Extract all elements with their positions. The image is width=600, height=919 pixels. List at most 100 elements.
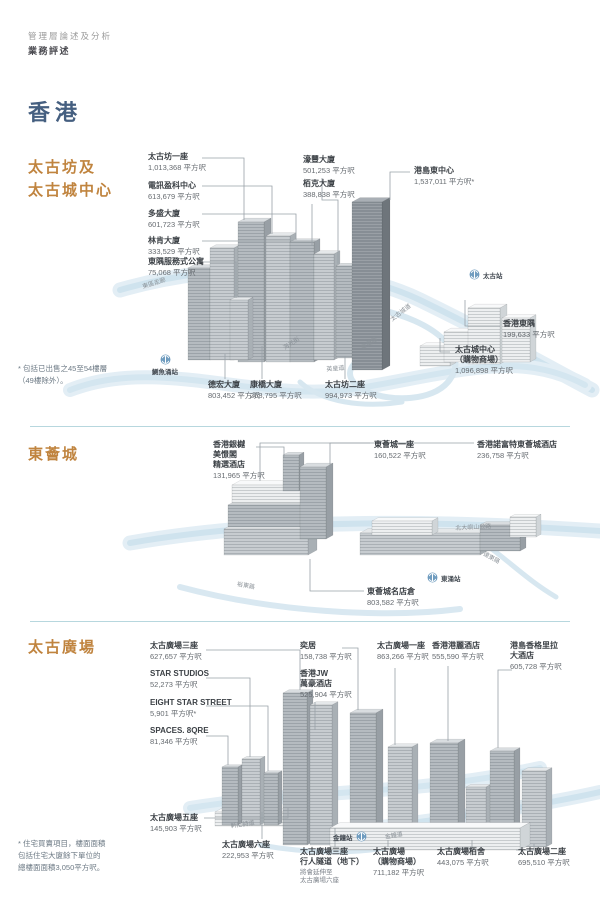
mtr-icon bbox=[356, 831, 366, 842]
citygate-map bbox=[122, 442, 600, 617]
building-label: 東薈城一座 160,522 平方呎 bbox=[374, 440, 426, 460]
building-area: 613,679 平方呎 bbox=[148, 192, 200, 201]
mtr-icon bbox=[427, 572, 438, 583]
building-name: 太古坊二座 bbox=[325, 380, 365, 389]
road-label: 北大嶼山公路 bbox=[455, 524, 492, 532]
building-name: 東薈城一座 bbox=[374, 440, 414, 449]
building-label: 太古廣場栢舍 443,075 平方呎 bbox=[437, 847, 489, 867]
building-name: EIGHT STAR STREET bbox=[150, 698, 232, 707]
building-label: EIGHT STAR STREET 5,901 平方呎* bbox=[150, 698, 232, 718]
building-area: 1,013,368 平方呎 bbox=[148, 163, 206, 172]
footnote-pacific-place: * 住宅買賣項目，樓面面積 包括住宅大廈餘下單位的 總樓面面積3,050平方呎。 bbox=[18, 839, 106, 872]
building-area: 75,068 平方呎 bbox=[148, 268, 196, 277]
building-label: 多盛大廈 601,723 平方呎 bbox=[148, 209, 200, 229]
building-area: 388,838 平方呎 bbox=[303, 190, 355, 199]
building-area: 81,346 平方呎 bbox=[150, 737, 198, 746]
building-area: 443,075 平方呎 bbox=[437, 858, 489, 867]
building-note: 將會延伸至 太古廣場六座 bbox=[300, 869, 339, 885]
building-label: 太古廣場三座 行人隧道（地下） 將會延伸至 太古廣場六座 bbox=[300, 847, 364, 886]
building-label: 栢克大廈 388,838 平方呎 bbox=[303, 179, 355, 199]
building-area: 501,253 平方呎 bbox=[303, 166, 355, 175]
building-area: 994,973 平方呎 bbox=[325, 391, 377, 400]
building-area: 160,522 平方呎 bbox=[374, 451, 426, 460]
building-label: 奕居 158,738 平方呎 bbox=[300, 641, 352, 661]
building-name: 香港JW 萬豪酒店 bbox=[300, 669, 332, 688]
building-label: 香港東隅 199,633 平方呎 bbox=[503, 319, 555, 339]
building-label: 太古坊二座 994,973 平方呎 bbox=[325, 380, 377, 400]
building-area: 145,903 平方呎 bbox=[150, 824, 202, 833]
building-area: 5,901 平方呎* bbox=[150, 709, 197, 718]
building-area: 525,904 平方呎 bbox=[300, 690, 352, 699]
building-area: 711,182 平方呎 bbox=[373, 868, 425, 877]
building-name: 香港銀樾 美憬閣 精選酒店 bbox=[213, 440, 245, 469]
building-label: 太古坊一座 1,013,368 平方呎 bbox=[148, 152, 206, 172]
building-label: 東隅服務式公寓 75,068 平方呎 bbox=[148, 257, 204, 277]
building-name: 香港東隅 bbox=[503, 319, 535, 328]
building-label: 林肯大廈 333,529 平方呎 bbox=[148, 236, 200, 256]
building-label: 香港銀樾 美憬閣 精選酒店 131,965 平方呎 bbox=[213, 440, 265, 480]
building-area: 236,758 平方呎 bbox=[477, 451, 529, 460]
building-area: 131,965 平方呎 bbox=[213, 471, 265, 480]
building-label: 德宏大廈 803,452 平方呎 bbox=[208, 380, 260, 400]
building-label: 港島東中心 1,537,011 平方呎* bbox=[414, 166, 474, 186]
building-area: 333,529 平方呎 bbox=[148, 247, 200, 256]
building-label: 電訊盈科中心 613,679 平方呎 bbox=[148, 181, 200, 201]
station-name: 金鐘站 bbox=[333, 834, 353, 842]
section-heading-taikoo-place: 太古坊及 太古城中心 bbox=[28, 159, 114, 200]
building-name: 太古廣場栢舍 bbox=[437, 847, 485, 856]
station-name: 太古站 bbox=[483, 272, 503, 280]
building-name: 多盛大廈 bbox=[148, 209, 180, 218]
section-heading-pacific-place: 太古廣場 bbox=[28, 639, 97, 656]
building-label: 太古廣場二座 695,510 平方呎 bbox=[518, 847, 570, 867]
building-label: 東薈城名店倉 803,582 平方呎 bbox=[367, 587, 419, 607]
mtr-icon bbox=[469, 269, 480, 280]
building-area: 803,452 平方呎 bbox=[208, 391, 260, 400]
building-name: 香港港麗酒店 bbox=[432, 641, 480, 650]
building-area: 268,795 平方呎 bbox=[250, 391, 302, 400]
building-area: 555,590 平方呎 bbox=[432, 652, 484, 661]
building-area: 222,953 平方呎 bbox=[222, 851, 274, 860]
section-heading-citygate: 東薈城 bbox=[28, 446, 80, 463]
taikoo-place-map bbox=[63, 157, 600, 407]
building-area: 52,273 平方呎 bbox=[150, 680, 198, 689]
building-label: 濠豐大廈 501,253 平方呎 bbox=[303, 155, 355, 175]
building-label: 香港JW 萬豪酒店 525,904 平方呎 bbox=[300, 669, 352, 699]
building-area: 803,582 平方呎 bbox=[367, 598, 419, 607]
building-label: SPACES. 8QRE 81,346 平方呎 bbox=[150, 726, 209, 746]
building-area: 863,266 平方呎 bbox=[377, 652, 429, 661]
building-name: 港島香格里拉 大酒店 bbox=[510, 641, 558, 660]
building-label: 太古廣場六座 222,953 平方呎 bbox=[222, 840, 274, 860]
building-label: 太古廣場五座 145,903 平方呎 bbox=[150, 813, 202, 833]
station-name: 東涌站 bbox=[441, 575, 461, 583]
building-area: 601,723 平方呎 bbox=[148, 220, 200, 229]
report-eyebrow: 管理層論述及分析 bbox=[28, 31, 113, 41]
building-name: 東薈城名店倉 bbox=[367, 587, 415, 596]
leader-lines bbox=[256, 442, 474, 592]
building-name: 電訊盈科中心 bbox=[148, 181, 196, 190]
building-name: 太古坊一座 bbox=[148, 152, 188, 161]
building-name: 太古廣場一座 bbox=[377, 641, 425, 650]
building-area: 627,657 平方呎 bbox=[150, 652, 202, 661]
page-title: 香港 bbox=[28, 100, 83, 125]
building-name: 太古廣場五座 bbox=[150, 813, 198, 822]
mtr-icon bbox=[160, 354, 170, 365]
building-label: 香港港麗酒店 555,590 平方呎 bbox=[432, 641, 484, 661]
building-name: 德宏大廈 bbox=[208, 380, 240, 389]
building-name: 太古廣場 （購物商場） bbox=[373, 847, 421, 866]
building-name: SPACES. 8QRE bbox=[150, 726, 209, 735]
building-name: 太古廣場二座 bbox=[518, 847, 566, 856]
building-name: 太古城中心 （購物商場） bbox=[455, 345, 503, 364]
building-name: 太古廣場三座 行人隧道（地下） bbox=[300, 847, 364, 866]
building-label: 港島香格里拉 大酒店 605,728 平方呎 bbox=[510, 641, 562, 671]
leader-lines bbox=[204, 647, 535, 851]
building-label: 太古城中心 （購物商場） 1,096,898 平方呎 bbox=[455, 345, 513, 375]
building-area: 1,096,898 平方呎 bbox=[455, 366, 513, 375]
building-label: 康橋大廈 268,795 平方呎 bbox=[250, 380, 302, 400]
mtr-station-taikoo: 太古站 bbox=[469, 269, 503, 280]
building-area: 199,633 平方呎 bbox=[503, 330, 555, 339]
building-label: 太古廣場三座 627,657 平方呎 bbox=[150, 641, 202, 661]
road-label: 英皇道 bbox=[326, 365, 345, 373]
mtr-station-quarry-bay: 鰂魚涌站 bbox=[152, 354, 178, 376]
building-name: 濠豐大廈 bbox=[303, 155, 335, 164]
pacific-place-map bbox=[183, 647, 600, 855]
